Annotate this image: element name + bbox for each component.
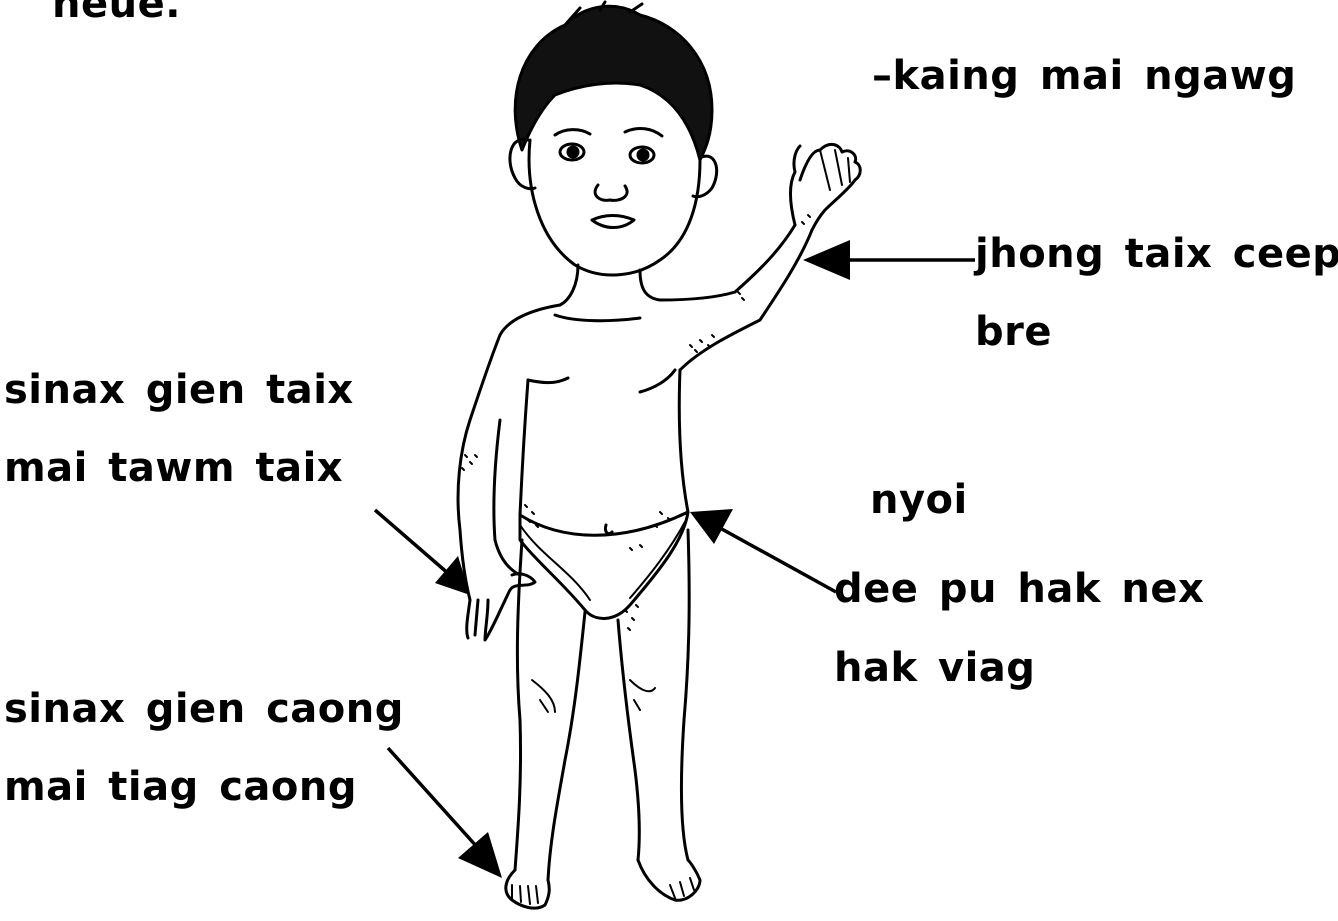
- raised-hand: [790, 144, 860, 230]
- waist-arrow-head: [690, 509, 733, 544]
- hand-arrow-line: [375, 510, 450, 575]
- torso-right: [660, 292, 735, 300]
- arrows: [375, 240, 975, 878]
- wrist-arrow-head: [803, 240, 850, 280]
- lower-arm-inner: [494, 420, 520, 575]
- right-leg-outer: [681, 530, 689, 860]
- foot-arrow-head: [458, 832, 502, 878]
- left-leg-outer: [515, 540, 522, 870]
- raised-arm-inner: [680, 230, 812, 370]
- right-leg-inner: [618, 620, 639, 860]
- hair: [515, 6, 712, 160]
- face: [529, 140, 700, 275]
- waist-arrow-line: [720, 528, 836, 592]
- foot-arrow-line: [388, 748, 478, 848]
- left-leg-inner: [548, 612, 585, 880]
- torso-left: [470, 305, 560, 420]
- lower-hand: [467, 574, 535, 640]
